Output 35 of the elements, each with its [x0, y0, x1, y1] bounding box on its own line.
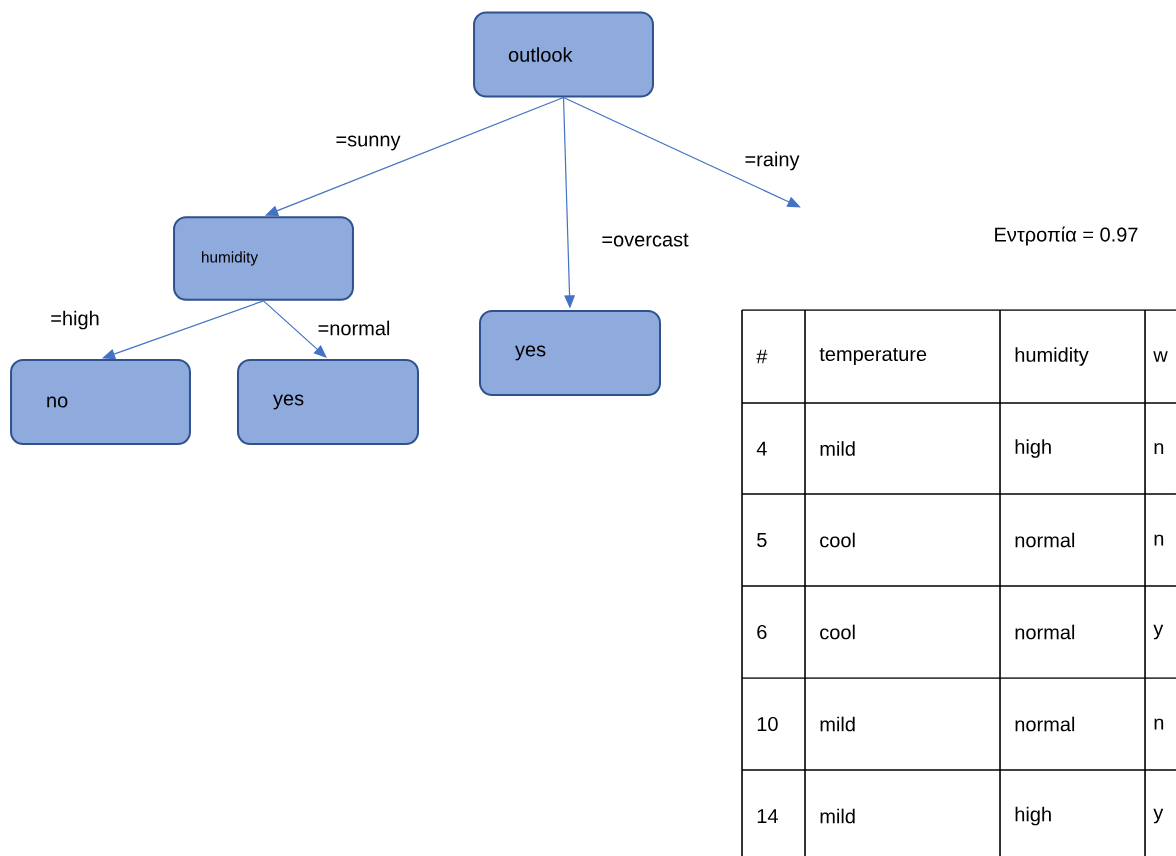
- table-cell-text: n: [1154, 443, 1164, 454]
- entropy-label: Εντροπία = 0.97: [995, 226, 1138, 246]
- decision-box: yes: [479, 310, 661, 396]
- table-cell-text: cool: [820, 532, 855, 548]
- table-cell-text: w: [1153, 351, 1168, 362]
- edge-label: =overcast: [600, 232, 690, 248]
- table-cell-text: normal: [1015, 716, 1075, 732]
- table-cell-text: 4: [756, 441, 767, 456]
- edge-label: =normal: [316, 319, 392, 337]
- table-cell-text: 5: [757, 533, 767, 547]
- edge-label: =high: [48, 309, 102, 331]
- decision-box: outlook: [473, 11, 654, 98]
- table-cell-text: y: [1153, 624, 1164, 640]
- table-cell-text: mild: [820, 441, 855, 456]
- edge-label: =rainy: [743, 150, 801, 172]
- table-cell-text: normal: [1015, 532, 1075, 548]
- table-cell-text: #: [756, 349, 768, 364]
- table-cell-text: humidity: [1015, 347, 1089, 366]
- decision-box: humidity: [173, 216, 354, 301]
- table-cell-text: n: [1154, 718, 1164, 730]
- table-cell-text: 10: [757, 716, 778, 732]
- table-cell-text: high: [1015, 806, 1051, 826]
- decision-box: no: [10, 359, 191, 445]
- table-cell-text: high: [1015, 439, 1051, 458]
- table-cell-text: cool: [820, 624, 855, 640]
- table-cell-text: y: [1153, 808, 1164, 824]
- table-cell-text: 6: [757, 624, 767, 640]
- table-cell-text: 14: [757, 809, 778, 823]
- table-cell-text: n: [1154, 534, 1164, 546]
- table-cell-text: mild: [820, 716, 855, 732]
- decision-box: yes: [237, 359, 419, 445]
- table-cell-text: temperature: [819, 347, 927, 366]
- table-cell-text: normal: [1015, 624, 1075, 640]
- edge-label: =sunny: [334, 134, 402, 152]
- table-cell-text: mild: [820, 808, 855, 824]
